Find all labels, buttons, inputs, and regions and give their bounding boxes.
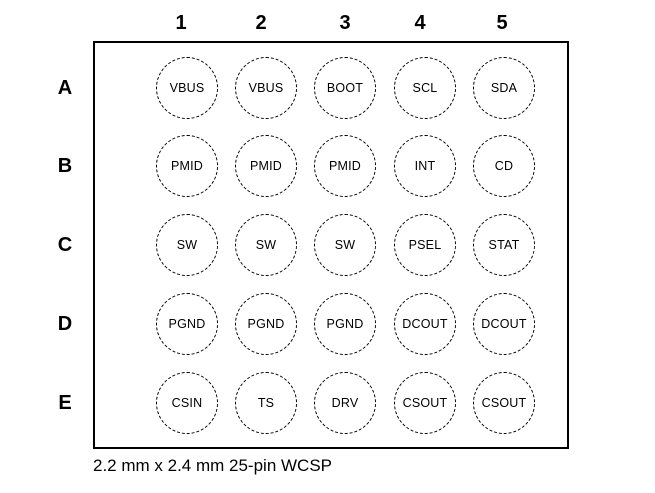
pin-label: SW [334, 238, 356, 252]
column-label-1: 1 [175, 12, 187, 34]
pin-label: BOOT [326, 81, 364, 95]
column-label-5: 5 [496, 12, 508, 34]
pin-ball-c5: STAT [473, 214, 535, 276]
pin-ball-e3: DRV [314, 372, 376, 434]
package-outline [93, 41, 569, 449]
pin-label: PGND [247, 317, 285, 331]
pin-label: DCOUT [402, 317, 448, 331]
pin-label: PMID [170, 159, 204, 173]
column-label-3: 3 [339, 12, 351, 34]
pin-ball-b3: PMID [314, 135, 376, 197]
pin-ball-a3: BOOT [314, 57, 376, 119]
pin-ball-c2: SW [235, 214, 297, 276]
pin-ball-b5: CD [473, 135, 535, 197]
pin-ball-a2: VBUS [235, 57, 297, 119]
pin-label: DRV [331, 396, 359, 410]
row-label-a: A [57, 77, 73, 99]
column-label-2: 2 [255, 12, 267, 34]
row-label-d: D [57, 313, 73, 335]
pin-label: CSOUT [481, 396, 527, 410]
row-label-c: C [57, 234, 73, 256]
pin-label: PMID [249, 159, 283, 173]
pin-label: PSEL [408, 238, 442, 252]
pin-ball-d2: PGND [235, 293, 297, 355]
pin-ball-b1: PMID [156, 135, 218, 197]
pin-label: STAT [488, 238, 520, 252]
pin-label: VBUS [169, 81, 205, 95]
pin-ball-a4: SCL [394, 57, 456, 119]
pin-ball-b2: PMID [235, 135, 297, 197]
pin-label: SW [255, 238, 277, 252]
pin-label: CSIN [171, 396, 203, 410]
pin-label: DCOUT [481, 317, 527, 331]
pin-ball-b4: INT [394, 135, 456, 197]
pin-ball-c4: PSEL [394, 214, 456, 276]
pin-label: SCL [412, 81, 438, 95]
pin-ball-e5: CSOUT [473, 372, 535, 434]
pin-label: TS [257, 396, 275, 410]
pin-ball-d3: PGND [314, 293, 376, 355]
row-label-b: B [57, 155, 73, 177]
pin-ball-e2: TS [235, 372, 297, 434]
pin-ball-a5: SDA [473, 57, 535, 119]
pin-label: PGND [168, 317, 206, 331]
pin-label: VBUS [248, 81, 284, 95]
pin-ball-d1: PGND [156, 293, 218, 355]
pin-ball-e1: CSIN [156, 372, 218, 434]
pin-label: CD [494, 159, 514, 173]
row-label-e: E [58, 392, 72, 414]
pin-label: SDA [490, 81, 518, 95]
pin-ball-e4: CSOUT [394, 372, 456, 434]
pin-label: CSOUT [402, 396, 448, 410]
pin-ball-d5: DCOUT [473, 293, 535, 355]
package-caption: 2.2 mm x 2.4 mm 25-pin WCSP [93, 456, 333, 475]
pin-label: PGND [326, 317, 364, 331]
pin-ball-c3: SW [314, 214, 376, 276]
pin-ball-a1: VBUS [156, 57, 218, 119]
column-label-4: 4 [414, 12, 426, 34]
pin-ball-d4: DCOUT [394, 293, 456, 355]
pin-label: INT [414, 159, 436, 173]
pin-label: SW [176, 238, 198, 252]
pin-label: PMID [328, 159, 362, 173]
pin-ball-c1: SW [156, 214, 218, 276]
